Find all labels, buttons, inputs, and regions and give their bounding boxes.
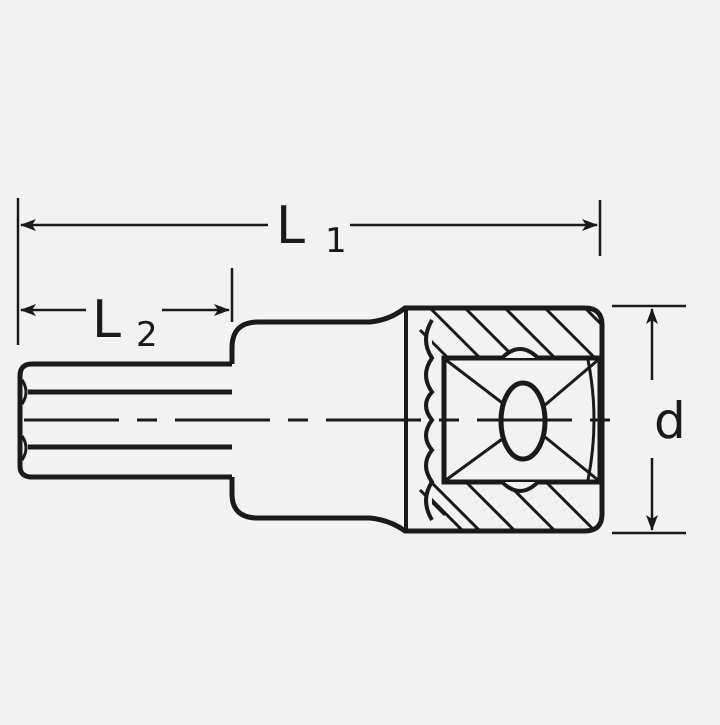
l2-label-subscript: 2 bbox=[136, 315, 158, 355]
detent-bottom bbox=[500, 480, 540, 493]
dimension-l2: L 2 bbox=[20, 268, 234, 355]
d-label: d bbox=[654, 392, 686, 450]
square-diagonals bbox=[445, 358, 599, 482]
dimension-d: d bbox=[612, 304, 686, 535]
l2-label-letter: L bbox=[92, 290, 121, 350]
dimension-l1: L 1 bbox=[16, 196, 602, 345]
detent-top bbox=[500, 347, 540, 360]
hex-bit bbox=[17, 361, 232, 480]
l1-label-subscript: 1 bbox=[325, 221, 347, 261]
l1-label-letter: L bbox=[276, 196, 305, 256]
